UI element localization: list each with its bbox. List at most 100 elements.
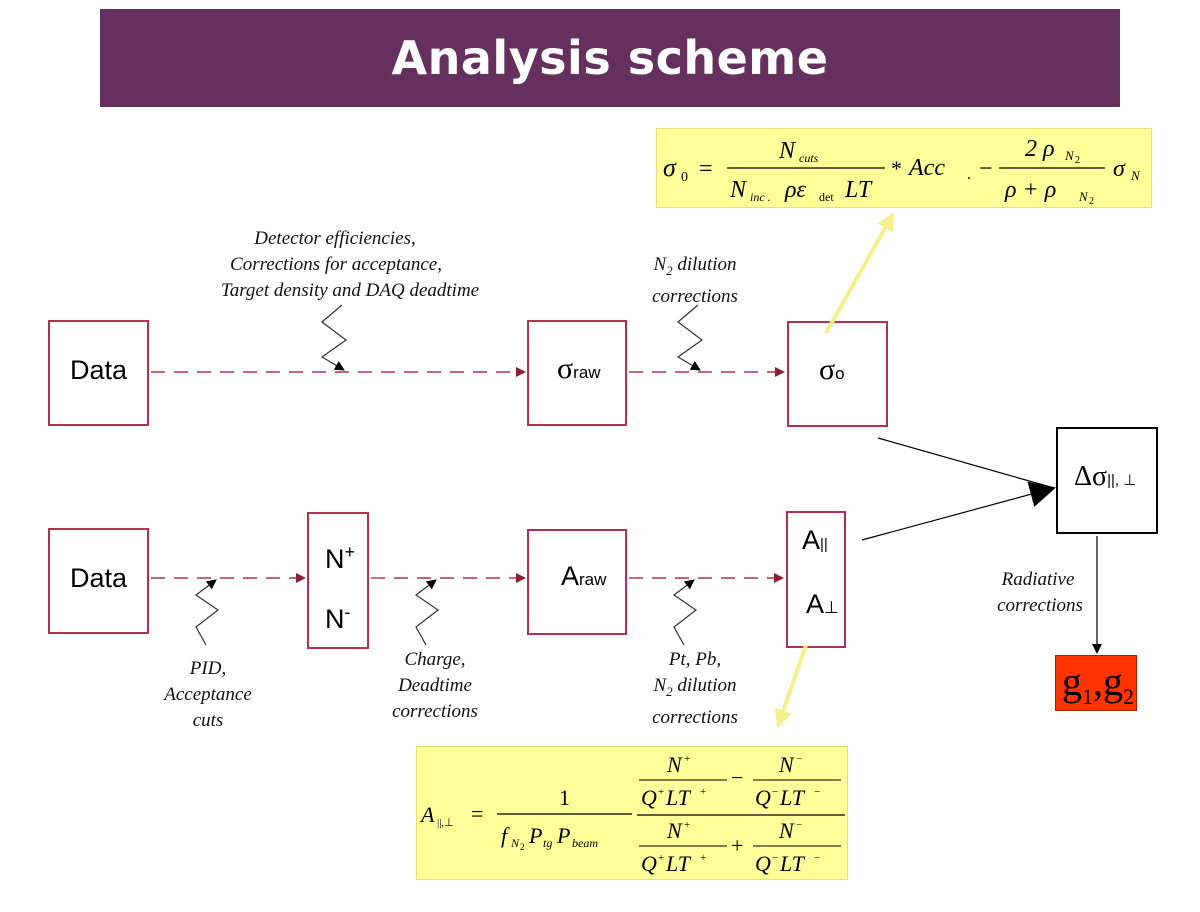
f1-lhs: σ — [663, 153, 677, 182]
annotation-ptpb-n: N — [653, 675, 667, 696]
annotation-n2-top-dilution: dilution — [672, 254, 737, 275]
zigzag-n2-top — [676, 304, 704, 371]
annotation-ptpb-line1: Pt, Pb, — [668, 649, 722, 670]
f1-tail: σ — [1113, 156, 1126, 182]
delta-sigma-symbol: Δσ — [1074, 461, 1108, 492]
f2-lt3: LT — [665, 851, 692, 876]
g1-g2-result-box: g1,g2 — [1055, 655, 1137, 711]
f2-lhs-sub: ||,⊥ — [437, 817, 454, 829]
f2-qp2-sup: + — [658, 852, 664, 864]
a-perp-sub: ⊥ — [824, 598, 839, 617]
f2-den-f-subsub: 2 — [520, 842, 525, 852]
f2-lhs: A — [419, 802, 435, 827]
f2-plus: + — [731, 833, 743, 858]
zigzag-detector — [320, 304, 348, 371]
annotation-detector: Detector efficiencies, Corrections for a… — [195, 226, 485, 304]
f2-nm2: N — [778, 818, 795, 843]
f2-qm1-sup: − — [772, 786, 778, 798]
f2-lt3-sup: + — [700, 852, 706, 864]
n-minus-symbol: N — [325, 604, 345, 634]
sigma-raw-box: σraw — [527, 320, 627, 426]
a-par-symbol: A — [802, 525, 821, 555]
annotation-n2-top-sub: 2 — [666, 262, 673, 278]
g2-sub: 2 — [1123, 684, 1134, 709]
f2-lt2: LT — [779, 785, 806, 810]
f1-tail-sub: N — [1130, 168, 1141, 183]
sigma-zero-label: σo — [819, 353, 845, 387]
f1-num-sub: cuts — [799, 151, 819, 165]
a-raw-symbol: A — [561, 561, 580, 591]
formula-asymmetry-svg: A ||,⊥ = 1 f N 2 P tg P beam N + Q + LT … — [419, 752, 845, 876]
f1-frac2-den: ρ + ρ — [1004, 177, 1056, 203]
annotation-ptpb-line3: corrections — [652, 706, 738, 728]
f2-nm1: N — [778, 752, 795, 777]
n-minus-sup: - — [344, 602, 351, 622]
line-a-to-delta — [861, 481, 1056, 541]
a-par-label: A|| — [802, 525, 828, 556]
annotation-radiative-line1: Radiative — [1001, 569, 1075, 590]
n-plus-symbol: N — [325, 544, 345, 574]
g1-g2-label: g1,g2 — [1062, 660, 1134, 719]
formula-asymmetry: A ||,⊥ = 1 f N 2 P tg P beam N + Q + LT … — [416, 746, 848, 880]
annotation-pid-line1: PID, — [189, 658, 227, 679]
f2-lt2-sup: − — [814, 786, 820, 798]
annotation-radiative: Radiative corrections — [980, 567, 1100, 619]
sigma-raw-label: σraw — [557, 352, 601, 386]
f1-eq: = — [699, 156, 713, 182]
f2-one: 1 — [559, 785, 570, 810]
f2-p1: P — [528, 823, 542, 848]
annotation-detector-line3: Target density and DAQ deadtime — [220, 280, 480, 301]
data-box-top: Data — [48, 320, 149, 426]
a-par-sub: || — [820, 536, 828, 553]
g-separator: , — [1093, 659, 1103, 704]
annotation-pid: PID, Acceptance cuts — [148, 656, 268, 734]
annotation-ptpb-line2: N2 dilution — [630, 673, 760, 705]
sigma-zero-sub: o — [835, 364, 845, 383]
data-label-bottom: Data — [70, 563, 128, 593]
f2-qm1: Q — [755, 785, 771, 810]
annotation-n2-top-line1: N2 dilution — [630, 252, 760, 284]
f2-np1: N — [666, 752, 683, 777]
f1-frac2-den-sub: N — [1078, 189, 1089, 204]
formula-sigma-zero: σ 0 = N cuts N inc . ρε det LT * Acc . −… — [656, 128, 1152, 208]
delta-sigma-box: Δσ||, ⊥ — [1056, 427, 1158, 534]
n-plus-minus-box: N+ N- — [307, 512, 369, 649]
f2-nm2-sup: − — [796, 819, 802, 831]
line-sigma-to-delta — [877, 437, 1055, 489]
a-perp-symbol: A — [806, 589, 825, 619]
a-par-perp-box: A|| A⊥ — [786, 511, 846, 648]
a-perp-label: A⊥ — [806, 589, 839, 620]
f2-qp2: Q — [641, 851, 657, 876]
data-label-top: Data — [70, 355, 128, 385]
annotation-charge-line2: Deadtime — [398, 675, 472, 696]
title-bar: Analysis scheme — [100, 9, 1120, 107]
f2-den-f: f — [501, 823, 510, 848]
f1-times: * — [891, 156, 902, 181]
f1-frac2-den-subsub: 2 — [1089, 196, 1094, 207]
annotation-detector-line2: Corrections for acceptance, — [230, 254, 442, 275]
g1-symbol: g — [1062, 659, 1082, 704]
annotation-n2-top-n: N — [653, 254, 667, 275]
zigzag-charge — [414, 579, 440, 646]
annotation-pid-line3: cuts — [192, 710, 224, 731]
f2-eq: = — [471, 801, 483, 826]
f2-lt4: LT — [779, 851, 806, 876]
sigma-zero-symbol: σ — [819, 353, 836, 386]
a-raw-box: Araw — [527, 529, 627, 635]
f2-p2: P — [556, 823, 570, 848]
annotation-charge-line1: Charge, — [404, 649, 466, 670]
n-plus-label: N+ — [325, 542, 355, 575]
annotation-ptpb: Pt, Pb, N2 dilution corrections — [630, 647, 760, 731]
f2-lt1: LT — [665, 785, 692, 810]
f2-p1-sub: tg — [543, 836, 552, 850]
f2-np2-sup: + — [684, 819, 690, 831]
annotation-charge: Charge, Deadtime corrections — [375, 647, 495, 725]
f1-lhs-sub: 0 — [681, 170, 688, 185]
f1-frac2-num-subsub: 2 — [1075, 155, 1080, 166]
f2-nm1-sup: − — [796, 753, 802, 765]
f1-acc-dot: . — [967, 166, 971, 183]
zigzag-ptpb — [672, 579, 698, 646]
page-title: Analysis scheme — [391, 31, 829, 85]
f2-np2: N — [666, 818, 683, 843]
f1-den-n: N — [729, 177, 748, 203]
